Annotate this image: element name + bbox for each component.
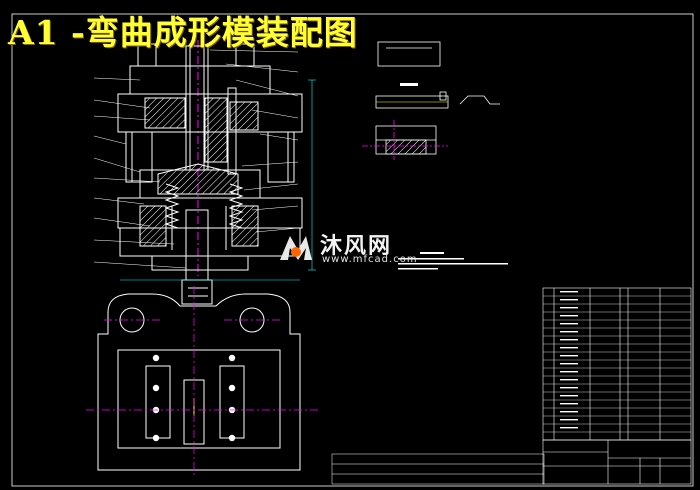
technical-notes: [398, 252, 508, 270]
bom-row-text-mark: [560, 339, 578, 341]
bom-row-text-mark: [560, 371, 578, 373]
bom-row-text-mark: [560, 387, 578, 389]
bill-of-materials-rows: [543, 291, 691, 433]
bom-row-text-mark: [560, 307, 578, 309]
watermark-url: www.mfcad.com: [322, 254, 418, 265]
bom-row-text-mark: [560, 347, 578, 349]
bom-row-text-mark: [560, 419, 578, 421]
dimension-lines: [120, 79, 316, 281]
part-detail-views: [362, 41, 500, 160]
bom-row-text-mark: [560, 331, 578, 333]
title-block: [542, 439, 692, 485]
mfcad-logo-icon: [280, 236, 312, 260]
front-section-view: [117, 40, 303, 305]
drawing-frame: [11, 13, 694, 487]
bom-row-text-mark: [560, 411, 578, 413]
bom-row-text-mark: [560, 299, 578, 301]
part-detail-labels: [400, 83, 418, 86]
leader-lines-left: [93, 77, 187, 269]
drawing-title: A1 -弯曲成形模装配图: [8, 13, 358, 52]
watermark: 沐风网 www.mfcad.com: [276, 226, 436, 270]
bom-row-text-mark: [560, 403, 578, 405]
top-plan-view: [97, 293, 301, 471]
watermark-name: 沐风网: [320, 234, 393, 259]
bom-row-text-mark: [560, 379, 578, 381]
bom-row-text-mark: [560, 363, 578, 365]
title-block-left: [331, 453, 545, 485]
bom-row-text-mark: [560, 427, 578, 429]
leader-lines-right: [209, 49, 299, 233]
bom-row-text-mark: [560, 291, 578, 293]
bom-row-text-mark: [560, 355, 578, 357]
top-plan-centerlines: [86, 286, 318, 478]
bom-row-text-mark: [560, 315, 578, 317]
bom-row-text-mark: [560, 323, 578, 325]
bom-row-text-mark: [560, 395, 578, 397]
